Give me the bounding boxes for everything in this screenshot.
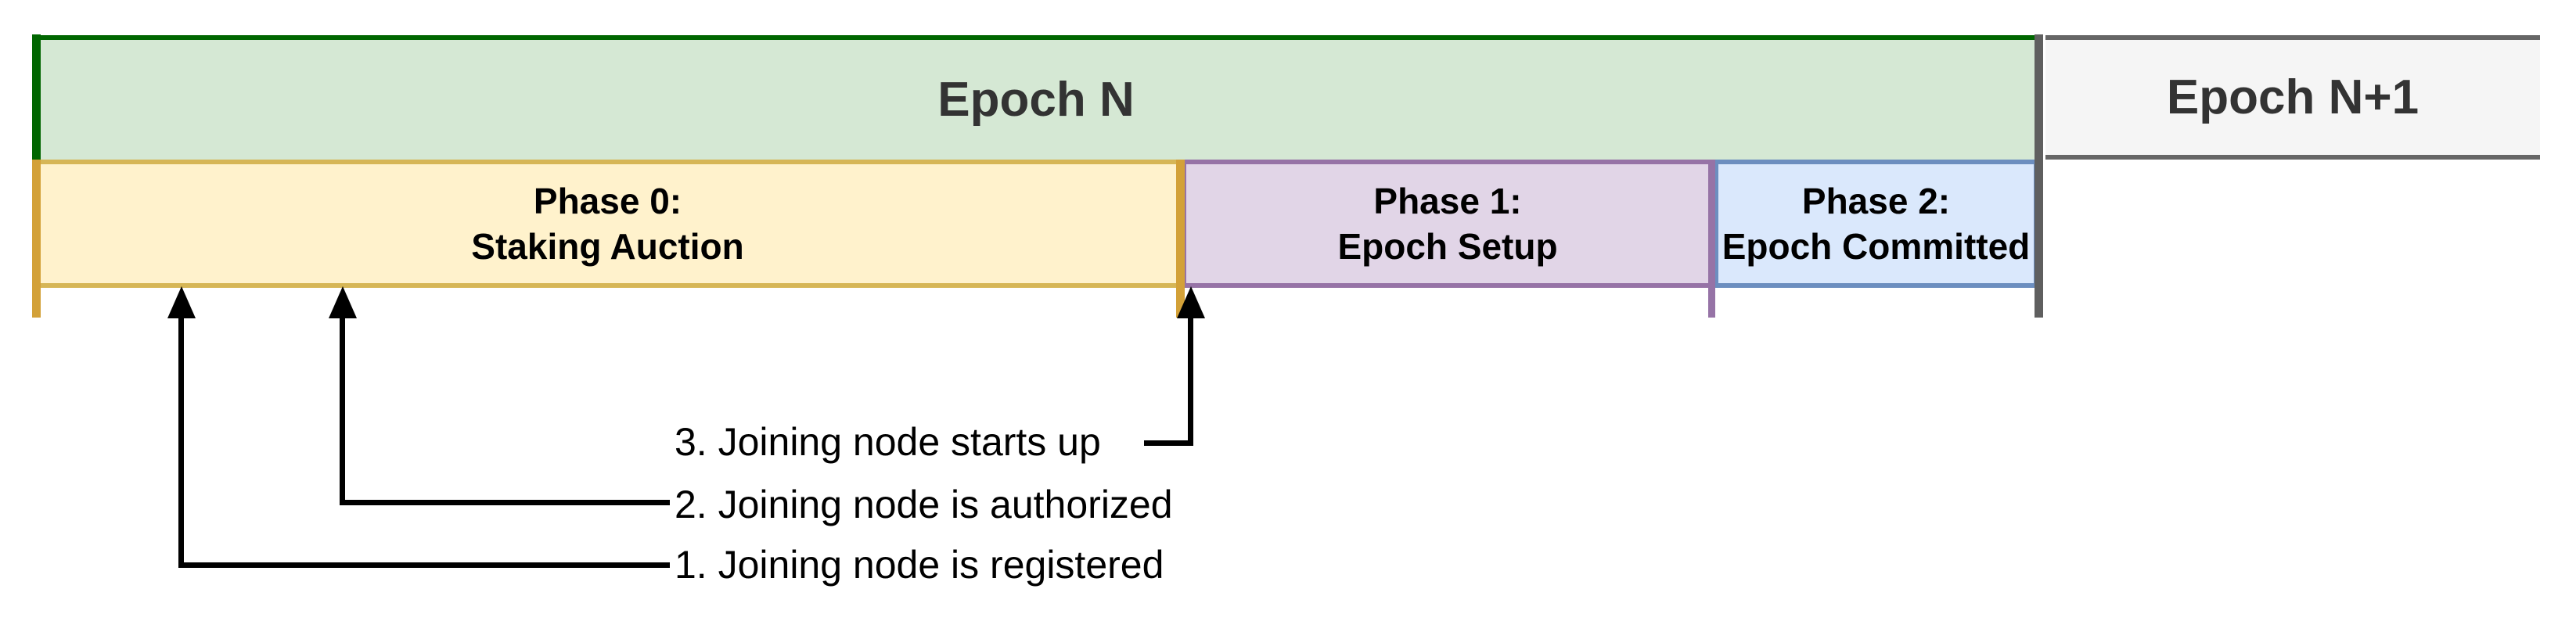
phase-2-subtitle: Epoch Committed [1722,226,2031,267]
arrow-3-horizontal-line [1144,440,1193,446]
arrow-1-horizontal-line [178,562,670,568]
arrow-1-vertical-line [178,314,184,568]
phase-2-epoch-committed-box: Phase 2: Epoch Committed [1714,160,2038,288]
epoch-n-plus-1-label: Epoch N+1 [2166,70,2419,124]
epoch-n-plus-1-box: Epoch N+1 [2045,35,2540,160]
phase-0-subtitle: Staking Auction [471,226,744,267]
annotation-3-label: 3. Joining node starts up [675,420,1101,464]
phase-1-epoch-setup-box: Phase 1: Epoch Setup [1182,160,1714,288]
epoch-n-start-tick [32,34,41,160]
arrow-1-head-icon [167,286,196,318]
phase-1-title: Phase 1: [1373,181,1522,221]
arrow-3-head-icon [1177,286,1205,318]
phase-0-title: Phase 0: [533,181,682,221]
phase-0-staking-auction-box: Phase 0: Staking Auction [34,160,1182,288]
arrow-2-vertical-line [340,314,345,505]
arrow-2-head-icon [329,286,357,318]
annotation-2-label: 2. Joining node is authorized [675,483,1173,526]
annotation-1-label: 1. Joining node is registered [675,543,1164,587]
arrow-2-horizontal-line [340,500,670,505]
phase-1-end-tick [1708,160,1715,318]
phase-1-subtitle: Epoch Setup [1337,226,1558,267]
phase-2-title: Phase 2: [1801,181,1951,221]
epoch-n-box: Epoch N [34,35,2038,160]
epoch-boundary-divider [2035,34,2043,318]
arrow-3-vertical-line [1188,314,1193,446]
phase-0-start-tick [32,160,41,318]
phase-0-end-tick [1176,160,1185,318]
epoch-n-label: Epoch N [937,73,1135,127]
